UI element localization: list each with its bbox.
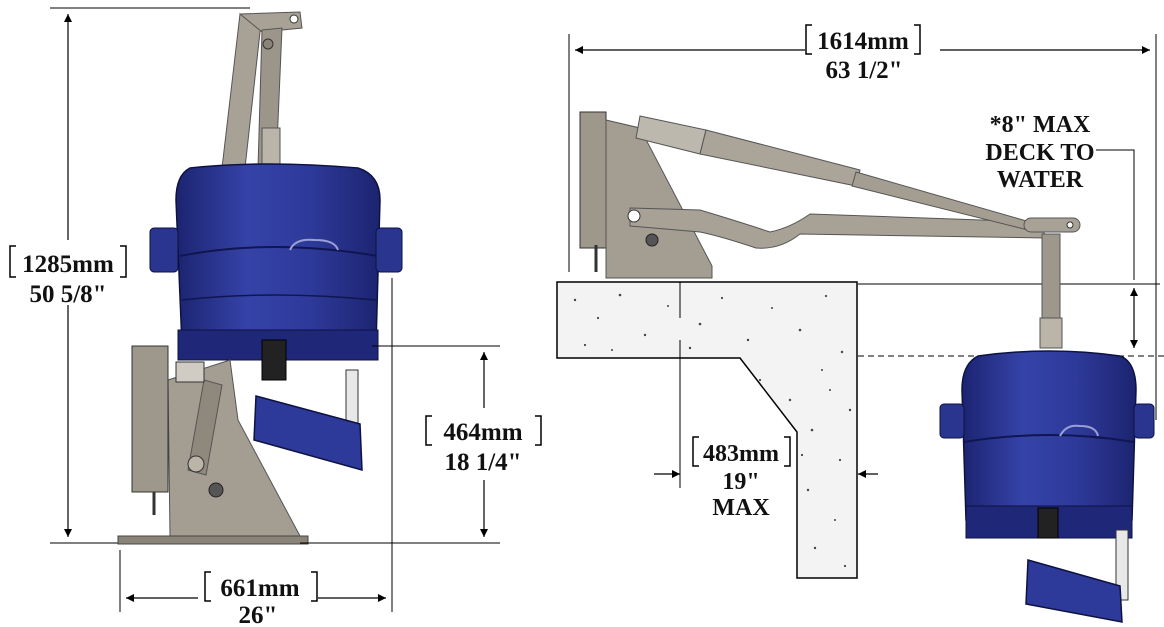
height-dimension: 1285mm 50 5/8" xyxy=(9,7,250,544)
setback-metric-label: 483mm xyxy=(703,441,779,467)
height-metric-label: 1285mm xyxy=(22,251,114,278)
front-footrest xyxy=(253,369,363,471)
deck-note-line-3: WATER xyxy=(997,167,1084,193)
setback-imperial-label: 19" xyxy=(722,469,759,495)
lift-mast xyxy=(221,11,303,173)
base-width-imperial-label: 26" xyxy=(239,602,278,627)
side-lift-frame xyxy=(579,111,1081,349)
front-view: 1285mm 50 5/8" xyxy=(9,7,542,627)
base-width-metric-label: 661mm xyxy=(220,575,299,602)
deck-note-line-2: DECK TO xyxy=(985,140,1094,166)
deck-note-line-1: *8" MAX xyxy=(990,112,1091,138)
height-imperial-label: 50 5/8" xyxy=(29,281,106,308)
reach-metric-label: 1614mm xyxy=(817,28,909,55)
front-base-frame xyxy=(117,345,309,545)
side-seat xyxy=(939,350,1155,539)
reach-dimension: 1614mm 63 1/2" xyxy=(568,24,1157,420)
front-seat xyxy=(149,163,403,381)
setback-dimension: 483mm 19" MAX xyxy=(654,340,878,521)
side-view: 1614mm 63 1/2" *8" MAX DECK TO WATER xyxy=(556,24,1164,623)
setback-qualifier-label: MAX xyxy=(712,495,770,521)
seat-height-metric-label: 464mm xyxy=(443,419,522,446)
pool-deck-concrete xyxy=(556,281,858,579)
side-footrest xyxy=(1025,529,1129,623)
seat-height-imperial-label: 18 1/4" xyxy=(444,449,521,476)
base-width-dimension: 661mm 26" xyxy=(119,278,393,627)
reach-imperial-label: 63 1/2" xyxy=(825,57,902,84)
deck-to-water-note: *8" MAX DECK TO WATER xyxy=(858,112,1164,357)
seat-height-dimension: 464mm 18 1/4" xyxy=(300,345,542,544)
